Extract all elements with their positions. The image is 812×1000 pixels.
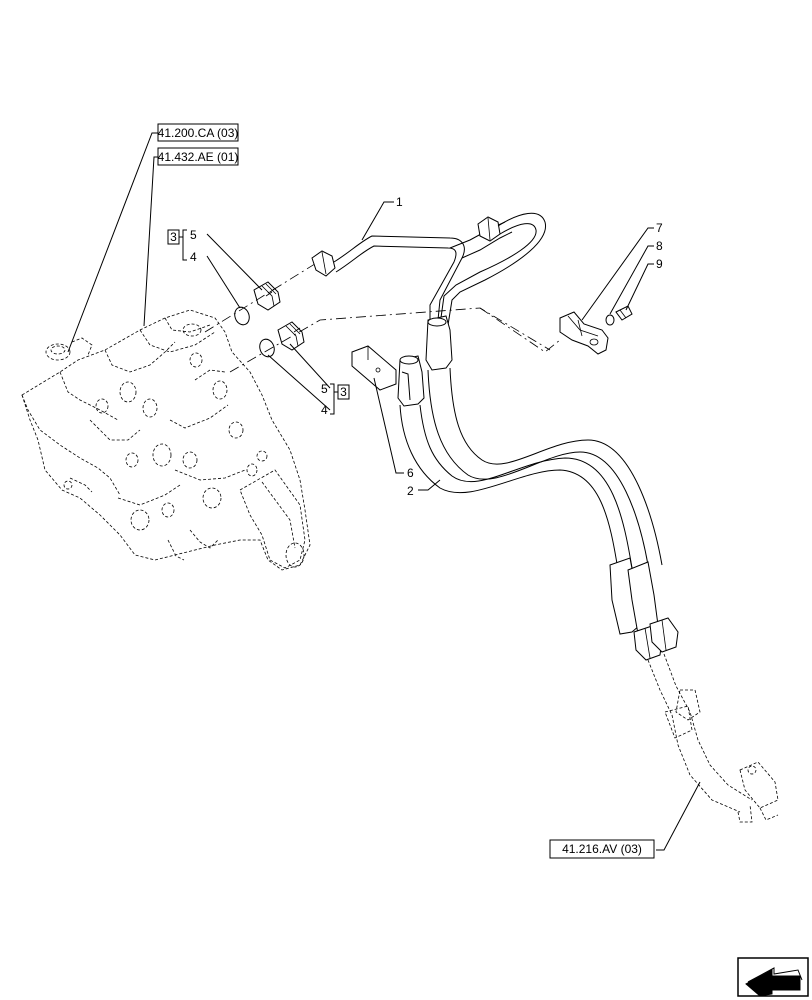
ref-text-41-200-ca: 41.200.CA (03) [158, 126, 239, 140]
callout-1: 1 [396, 195, 403, 209]
hose-item-2 [397, 315, 679, 661]
o-ring-lower-item-4 [259, 338, 275, 358]
callout-5-lower: 5 [321, 382, 328, 396]
centerline-right [479, 307, 561, 353]
ref-box-41-432-ae[interactable]: 41.432.AE (01) [157, 147, 239, 166]
callout-8: 8 [656, 239, 663, 253]
o-ring-upper-item-4 [234, 306, 250, 326]
callout-6: 6 [407, 466, 414, 480]
callout-9: 9 [656, 257, 663, 271]
pad-item-6 [351, 345, 397, 391]
callout-7: 7 [656, 221, 663, 235]
callout-4-upper: 4 [190, 250, 197, 264]
callout-group-upper-3-5-4: 3 5 4 [167, 228, 197, 264]
callout-3-lower: 3 [340, 385, 347, 399]
fitting-lower-item-5 [277, 321, 305, 351]
hose-continuation-dashed [647, 653, 779, 823]
next-page-arrow-icon[interactable] [737, 957, 809, 997]
callout-5-upper: 5 [190, 228, 197, 242]
washer-item-8 [605, 314, 615, 326]
centerline-lower [229, 307, 551, 373]
callout-group-lower-5-4-3: 5 4 3 [321, 382, 350, 417]
centerline-upper [204, 261, 319, 333]
control-valve-assembly [21, 309, 311, 571]
ref-text-41-216-av: 41.216.AV (03) [562, 842, 642, 856]
callout-2: 2 [407, 484, 414, 498]
callout-3-upper: 3 [170, 230, 177, 244]
ref-text-41-432-ae: 41.432.AE (01) [158, 150, 239, 164]
ref-box-41-200-ca[interactable]: 41.200.CA (03) [157, 123, 239, 142]
callout-4-lower: 4 [321, 403, 328, 417]
bracket-item-7 [559, 311, 609, 355]
leader-lines [67, 132, 701, 851]
ref-box-41-216-av[interactable]: 41.216.AV (03) [549, 839, 655, 859]
screw-item-9 [615, 305, 633, 321]
pipe-item-1 [311, 212, 546, 326]
